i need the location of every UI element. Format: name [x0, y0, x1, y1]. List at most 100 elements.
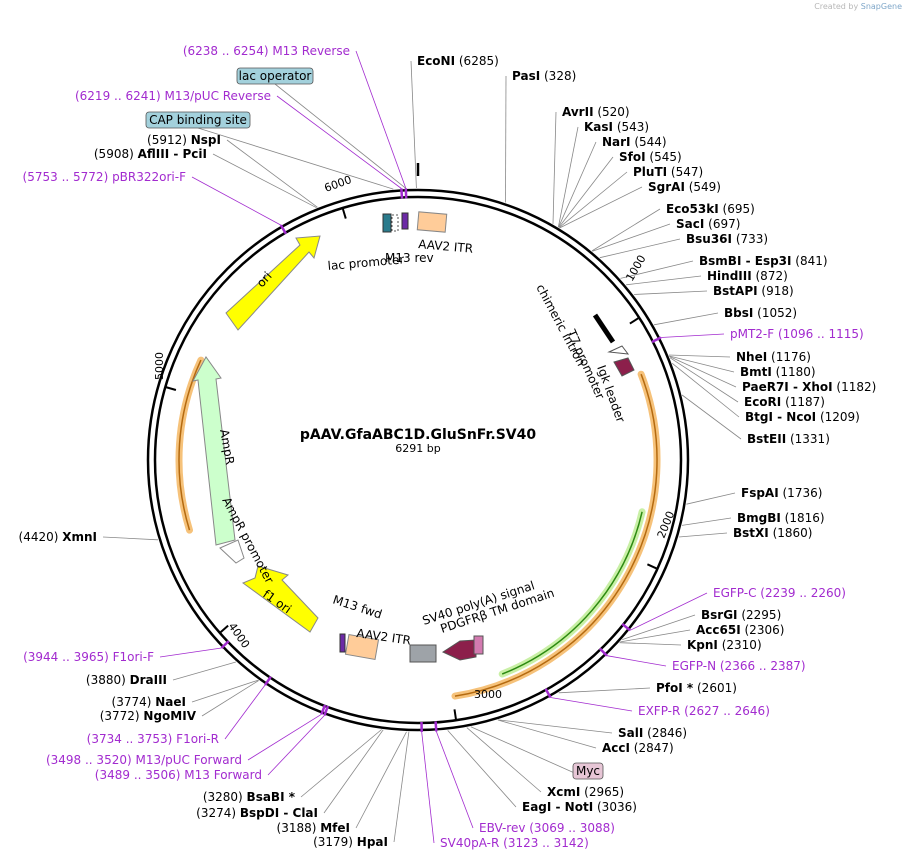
enzyme-pos-41: (5912)	[147, 133, 191, 147]
primer-label-6: EXFP-R (2627 .. 2646)	[638, 704, 770, 718]
tick-label-3000: 3000	[474, 688, 502, 701]
m13-fwd	[339, 633, 346, 653]
primer-name-9: M13 Forward	[184, 768, 262, 782]
enzyme-line-38	[172, 661, 237, 681]
enzyme-name-19: BtgI - NcoI	[745, 410, 816, 424]
enzyme-label-11: BsmBI - Esp3I (841)	[699, 254, 828, 268]
enzyme-name-4: NarI	[602, 135, 631, 149]
enzyme-line-28	[498, 719, 613, 734]
enzyme-line-27	[558, 687, 651, 694]
boxed-label-2: Myc	[576, 764, 600, 778]
enzyme-line-26	[619, 642, 682, 646]
enzyme-name-13: BstAPI	[713, 284, 758, 298]
enzyme-line-14	[653, 312, 719, 326]
plasmid-name: pAAV.GfaABC1D.GluSnFr.SV40	[300, 427, 536, 443]
enzyme-line-36	[201, 680, 259, 717]
boxed-line-1	[197, 127, 394, 190]
enzyme-pos-33: (3188)	[277, 821, 321, 835]
enzyme-line-37	[191, 679, 259, 703]
enzyme-label-13: BstAPI (918)	[713, 284, 794, 298]
primer-line-2	[191, 176, 282, 226]
enzyme-label-17: PaeR7I - XhoI (1182)	[742, 380, 876, 394]
enzyme-label-24: BsrGI (2295)	[701, 608, 781, 622]
boxed-label-bg-1	[145, 111, 251, 129]
enzyme-pos-10: (733)	[732, 232, 768, 246]
enzyme-line-18	[669, 357, 739, 403]
enzyme-line-9	[592, 223, 671, 252]
enzyme-label-4: NarI (544)	[602, 135, 667, 149]
tick-mark-5000	[166, 386, 177, 391]
primer-line-10	[247, 713, 322, 761]
enzyme-label-1: PasI (328)	[512, 69, 576, 83]
enzyme-name-25: Acc65I	[696, 623, 741, 637]
feature-label-6: AAV2 ITR	[418, 237, 474, 256]
enzyme-label-7: SgrAI (549)	[648, 180, 721, 194]
enzyme-line-15	[668, 354, 731, 358]
enzyme-pos-4: (544)	[631, 135, 667, 149]
enzyme-pos-23: (1860)	[769, 526, 813, 540]
enzyme-name-28: SalI	[618, 726, 643, 740]
primer-range-9: (3489 .. 3506)	[95, 768, 185, 782]
tick-label-5000: 5000	[153, 352, 166, 380]
enzyme-name-34: BspDI - ClaI	[240, 806, 318, 820]
tick-mark-1000	[629, 317, 639, 325]
boxed-line-0	[274, 83, 407, 189]
boxed-line-2	[470, 726, 589, 780]
primer-line-5	[606, 655, 667, 667]
enzyme-name-3: KasI	[584, 120, 613, 134]
enzyme-pos-7: (549)	[685, 180, 721, 194]
tick-label-1000: 1000	[623, 253, 648, 284]
enzyme-pos-13: (918)	[758, 284, 794, 298]
enzyme-name-32: HpaI	[357, 835, 388, 849]
enzyme-pos-3: (543)	[613, 120, 649, 134]
enzyme-name-20: BstEII	[747, 432, 786, 446]
orf-arc-left	[178, 359, 202, 531]
enzyme-label-5: SfoI (545)	[619, 150, 682, 164]
enzyme-label-40: (5908) AflIII - PciI	[94, 147, 207, 161]
enzyme-pos-9: (697)	[704, 217, 740, 231]
enzyme-label-14: BbsI (1052)	[724, 306, 797, 320]
tick-label-6000: 6000	[323, 173, 354, 195]
enzyme-pos-15: (1176)	[767, 350, 811, 364]
enzyme-name-15: NheI	[736, 350, 767, 364]
myc-tag	[473, 635, 484, 655]
orf-arc-right	[454, 373, 658, 697]
primer-name-11: F1ori-R	[176, 732, 219, 746]
igk-leader-arrow	[613, 357, 635, 377]
enzyme-name-35: BsaBI *	[247, 790, 296, 804]
ori-arrow	[225, 235, 321, 331]
enzyme-pos-25: (2306)	[741, 623, 785, 637]
primer-label-0: (6238 .. 6254) M13 Reverse	[183, 44, 350, 58]
primer-name-4: EGFP-C	[713, 586, 756, 600]
primer-range-8: (3123 .. 3142)	[499, 836, 589, 850]
primer-site-1	[400, 188, 404, 199]
enzyme-label-33: (3188) MfeI	[277, 821, 350, 835]
lac-promoter	[391, 214, 399, 232]
enzyme-label-32: (3179) HpaI	[313, 835, 388, 849]
primer-name-10: M13/pUC Forward	[135, 753, 242, 767]
primer-name-2: pBR322ori-F	[112, 170, 186, 184]
enzyme-pos-39: (4420)	[19, 530, 63, 544]
enzyme-line-33	[355, 731, 407, 829]
primer-range-0: (6238 .. 6254)	[183, 44, 273, 58]
enzyme-pos-16: (1180)	[772, 365, 816, 379]
enzyme-name-0: EcoNI	[417, 54, 455, 68]
primer-range-11: (3734 .. 3753)	[87, 732, 177, 746]
enzyme-name-5: SfoI	[619, 150, 646, 164]
chimeric-intron-bar	[592, 313, 616, 344]
primer-name-8: SV40pA-R	[440, 836, 499, 850]
boxed-label-1: CAP binding site	[149, 113, 247, 127]
enzyme-label-26: KpnI (2310)	[687, 638, 762, 652]
orf-arc-left-glow	[175, 356, 205, 534]
pdgfr-tm-arrow	[441, 639, 477, 661]
aav2-itr-left	[416, 211, 448, 233]
enzyme-label-41: (5912) NspI	[147, 133, 221, 147]
enzyme-name-16: BmtI	[740, 365, 772, 379]
ampr-promoter-arrow	[219, 539, 245, 564]
enzyme-label-9: SacI (697)	[676, 217, 740, 231]
enzyme-name-29: AccI	[602, 741, 630, 755]
enzyme-line-34	[323, 729, 384, 814]
primer-line-0	[355, 50, 407, 189]
primer-label-12: (3944 .. 3965) F1ori-F	[23, 650, 154, 664]
enzyme-pos-11: (841)	[791, 254, 827, 268]
